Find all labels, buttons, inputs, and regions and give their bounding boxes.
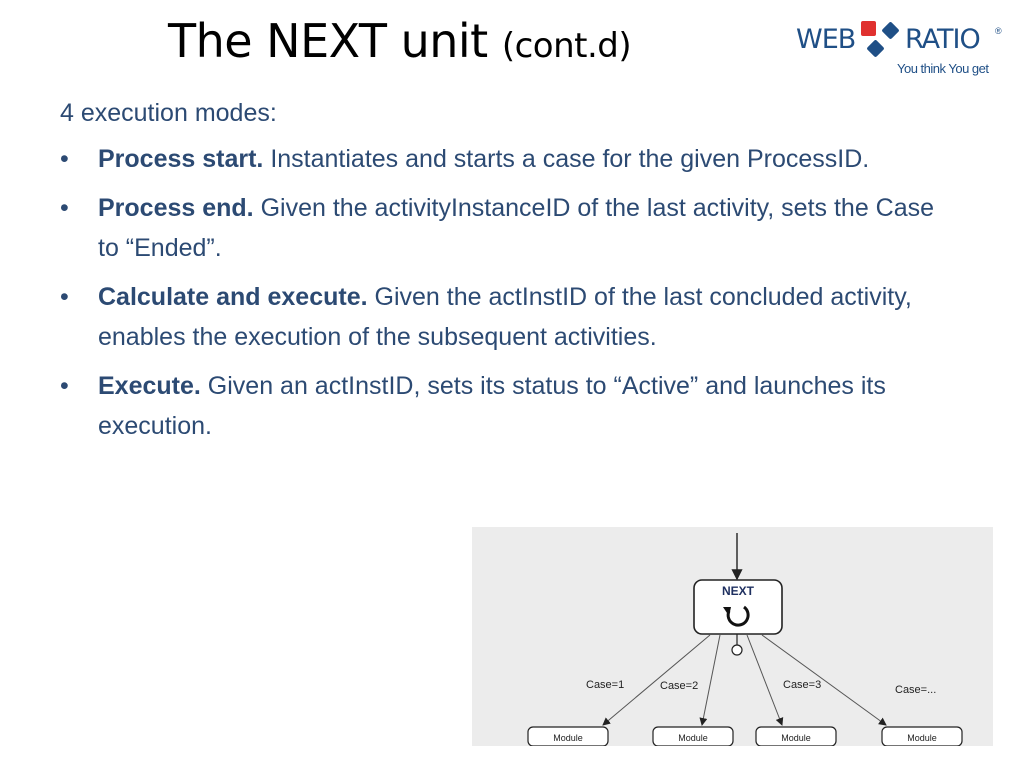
case-arrow-2: [699, 634, 721, 726]
case-label-3: Case=3: [783, 679, 821, 691]
case-arrow-1: [602, 634, 711, 726]
module-label-n: Module: [907, 733, 937, 743]
mode-term: Process end.: [98, 194, 254, 222]
case-label-2: Case=2: [660, 680, 698, 692]
logo-registered-mark: ®: [995, 26, 1002, 36]
mode-term: Execute.: [98, 372, 201, 400]
case-arrow-n: [761, 634, 887, 726]
next-unit-box: [693, 579, 783, 635]
bullet-icon: •: [60, 194, 69, 222]
slide-body: 4 execution modes: • Process start. Insta…: [60, 93, 960, 455]
loop-arrow-icon: [723, 605, 750, 627]
mode-item-process-end: • Process end. Given the activityInstance…: [60, 188, 960, 268]
module-label-3: Module: [781, 733, 811, 743]
title-sub: (cont.d): [501, 26, 632, 66]
mode-desc: Given the activityInstanceID of the last…: [98, 194, 935, 262]
case-label-1: Case=1: [586, 679, 624, 691]
execution-modes-list: • Process start. Instantiates and starts …: [60, 139, 960, 446]
webratio-logo: WEB RATIO ® You think You get: [796, 18, 1008, 80]
diagram-canvas: NEXT Case=1 Case=2 Case=3 Case=... Modul…: [527, 533, 963, 747]
bullet-icon: •: [60, 283, 69, 311]
ok-link-port: [731, 644, 743, 656]
logo-text-right: RATIO: [905, 24, 981, 55]
mode-term: Calculate and execute.: [98, 283, 368, 311]
mode-desc: Given an actInstID, sets its status to “…: [98, 372, 886, 440]
module-label-1: Module: [553, 733, 583, 743]
mode-desc: Given the actInstID of the last conclude…: [98, 283, 912, 351]
slide-title: The NEXT unit (cont.d): [168, 14, 632, 68]
next-unit-label: NEXT: [722, 584, 755, 598]
logo-diamonds-icon: [861, 21, 899, 57]
bullet-icon: •: [60, 372, 69, 400]
case-label-n: Case=...: [895, 684, 936, 696]
mode-item-process-start: • Process start. Instantiates and starts …: [60, 139, 960, 179]
mode-item-calculate-and-execute: • Calculate and execute. Given the actIns…: [60, 277, 960, 357]
mode-desc: Instantiates and starts a case for the g…: [270, 145, 870, 173]
mode-term: Process start.: [98, 145, 264, 173]
logo-tagline: You think You get: [897, 61, 989, 76]
intro-text: 4 execution modes:: [60, 99, 277, 127]
next-unit-diagram: NEXT Case=1 Case=2 Case=3 Case=... Modul…: [472, 527, 993, 747]
logo-text-left: WEB: [796, 24, 856, 55]
bullet-icon: •: [60, 145, 69, 173]
module-label-2: Module: [678, 733, 708, 743]
mode-item-execute: • Execute. Given an actInstID, sets its s…: [60, 366, 960, 446]
case-arrow-3: [746, 634, 784, 726]
title-main: The NEXT unit: [168, 14, 488, 68]
